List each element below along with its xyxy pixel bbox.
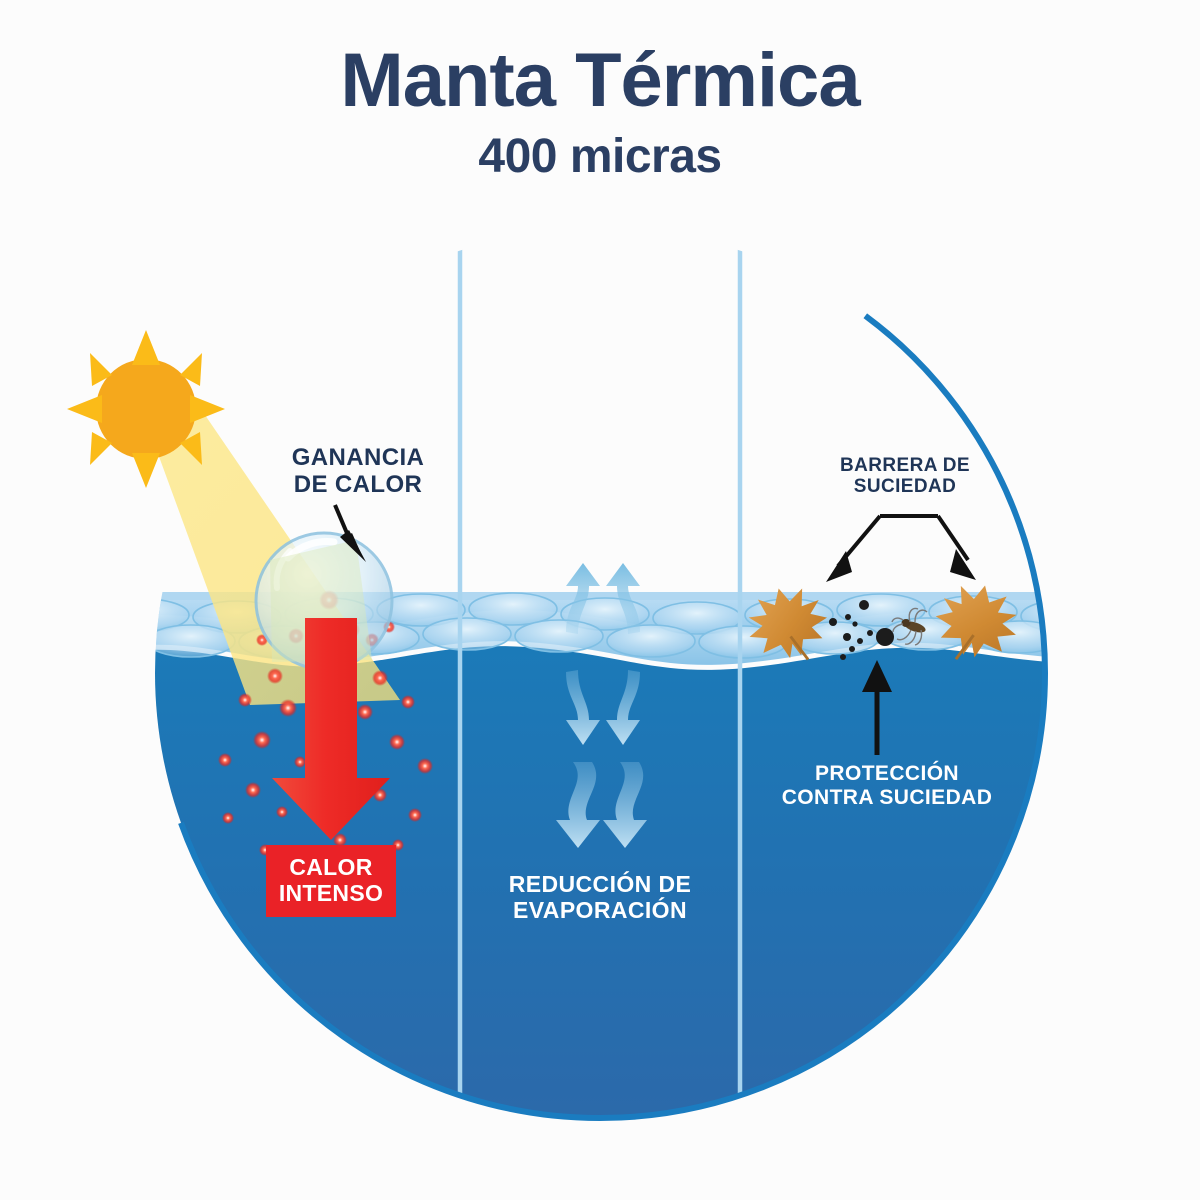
heat-particle-water-group [218, 668, 433, 856]
mosquito-icon [891, 607, 928, 646]
label-ganancia-de-calor: GANANCIA DE CALOR [218, 444, 498, 499]
up-arrow-icon [606, 563, 640, 634]
label-proteccion-line1: PROTECCIÓN [814, 762, 959, 785]
label-barrera-de-suciedad: BARRERA DE SUCIEDAD [790, 455, 1020, 498]
label-ganancia-line2: DE CALOR [293, 470, 423, 498]
label-ganancia-line1: GANANCIA [291, 444, 425, 471]
down-arrow-icon [566, 670, 600, 745]
label-reduccion-line1: REDUCCIÓN DE [508, 871, 692, 897]
panel-dividers [457, 228, 743, 1118]
wavy-down-arrow-icon [603, 762, 647, 848]
up-arrow-icon [566, 563, 600, 634]
maple-leaf-icon [935, 585, 1017, 661]
wavy-down-arrow-icon [556, 762, 600, 848]
page-title: Manta Térmica [340, 38, 860, 123]
label-proteccion-line2: CONTRA SUCIEDAD [781, 785, 993, 809]
debris-dot-icon [829, 600, 894, 660]
down-arrow-icon [606, 670, 640, 745]
label-reduccion-de-evaporacion: REDUCCIÓN DE EVAPORACIÓN [480, 871, 720, 924]
black-down-arrow-icon [333, 504, 366, 562]
evaporation-arrows [556, 563, 647, 848]
label-barrera-line2: SUCIEDAD [853, 476, 957, 498]
label-proteccion-contra-suciedad: PROTECCIÓN CONTRA SUCIEDAD [737, 762, 1037, 809]
badge-calor-line1: CALOR [289, 854, 373, 880]
badge-calor-line2: INTENSO [278, 880, 384, 907]
circle-outline [152, 225, 1048, 1121]
red-down-arrow-icon [272, 618, 390, 840]
maple-leaf-icon [748, 588, 828, 661]
status-badge-calor-intenso: CALOR INTENSO [266, 845, 396, 918]
black-up-arrow-icon [862, 660, 892, 755]
label-reduccion-line2: EVAPORACIÓN [513, 896, 687, 923]
black-bracket-arrow-icon [826, 514, 976, 582]
sun-icon [67, 330, 225, 488]
page-subtitle: 400 micras [478, 130, 722, 183]
label-barrera-line1: BARRERA DE [840, 455, 970, 476]
